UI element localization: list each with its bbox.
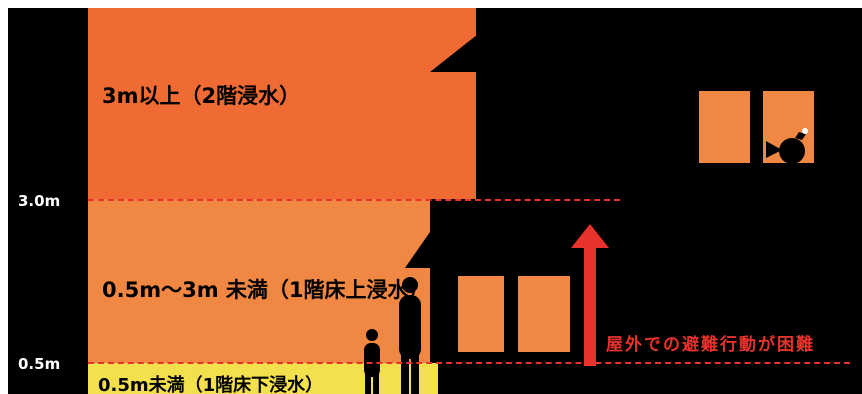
lower-window-left — [458, 276, 504, 352]
up-arrow-shaft — [584, 244, 596, 366]
level-line-05m — [88, 362, 850, 364]
lower-window-right — [518, 276, 570, 352]
adult-figure-icon — [399, 277, 421, 394]
person-in-window-icon — [766, 128, 808, 164]
level-label-05m: 0.5m — [18, 355, 61, 373]
level-line-3m — [88, 199, 620, 201]
band-above-3m — [88, 8, 476, 199]
house-lower-roof — [405, 206, 476, 268]
upper-window-left — [699, 91, 750, 163]
band-label-mid: 0.5m〜3m 未満（1階床上浸水） — [102, 278, 430, 302]
level-label-3m: 3.0m — [18, 192, 61, 210]
child-figure-icon — [364, 329, 380, 394]
evacuation-warning: 屋外での避難行動が困難 — [606, 335, 815, 355]
band-label-high: 3m以上（2階浸水） — [102, 84, 301, 108]
band-label-low: 0.5m未満（1階床下浸水） — [98, 375, 324, 394]
